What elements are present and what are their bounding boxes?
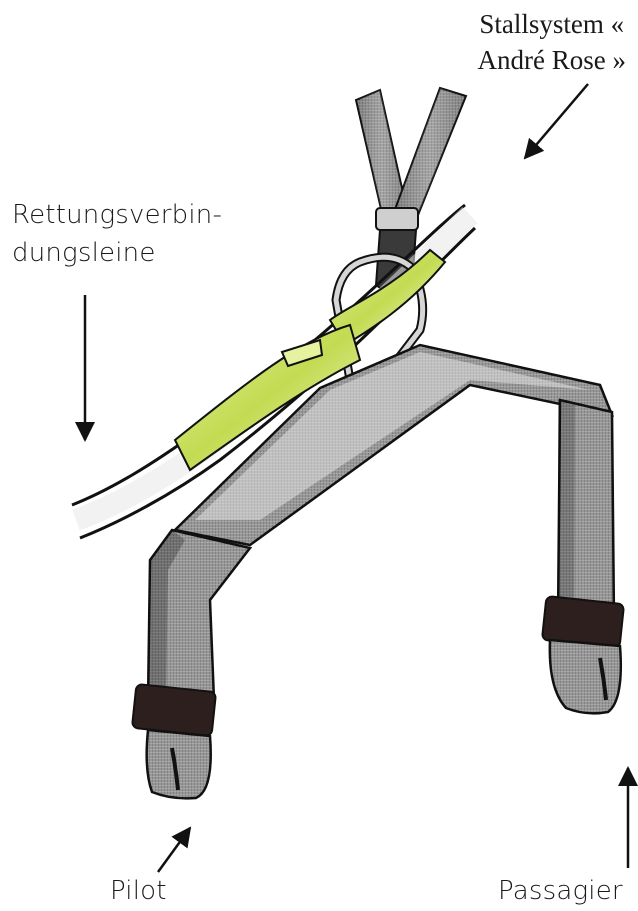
pilot-band <box>132 684 216 736</box>
rescue-line-label-line1: Rettungsverbin- <box>12 196 222 234</box>
stall-system-label-line2: André Rose » <box>478 42 626 78</box>
stall-system-arrow <box>525 84 588 158</box>
passenger-leg <box>542 400 624 713</box>
upper-risers <box>356 88 466 222</box>
rescue-line-label: Rettungsverbin- dungsleine <box>12 196 222 272</box>
pilot-arrow <box>158 828 190 872</box>
passenger-label: Passagier <box>498 876 623 906</box>
stall-system-label-line1: Stallsystem « <box>478 6 626 42</box>
riser-buckle <box>376 208 418 230</box>
pilot-label: Pilot <box>110 876 167 906</box>
pilot-leg <box>132 530 250 798</box>
stall-system-label: Stallsystem « André Rose » <box>478 6 626 78</box>
rescue-line-label-line2: dungsleine <box>12 234 222 272</box>
